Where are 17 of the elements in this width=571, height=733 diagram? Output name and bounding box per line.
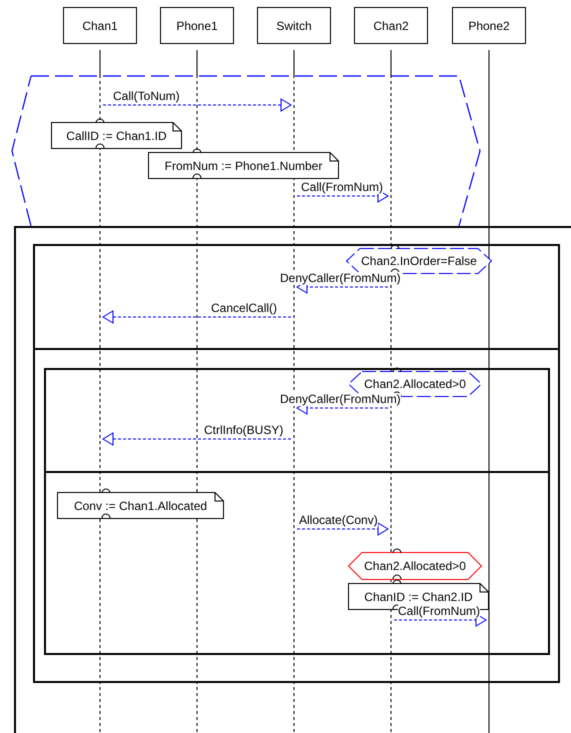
edge-label: DenyCaller(FromNum): [280, 393, 401, 406]
edge-label: Allocate(Conv): [299, 514, 378, 527]
lifeline-name: Phone1: [176, 18, 218, 32]
edge-label: CtrlInfo(BUSY): [204, 424, 284, 437]
message-arrow: [394, 614, 486, 626]
lifeline-name: Chan2: [373, 18, 409, 32]
lifeline-name: Switch: [276, 18, 312, 32]
edge-label: DenyCaller(FromNum): [280, 272, 401, 285]
message-arrow: [102, 98, 292, 112]
edge-label: Call(ToNum): [113, 90, 180, 103]
message-arrow: [102, 310, 292, 324]
edge-label: CancelCall(): [211, 302, 278, 315]
message-arrow: [296, 522, 388, 536]
lifeline-name: Phone2: [468, 18, 510, 32]
edge-label: Call(FromNum): [301, 181, 383, 194]
lifeline-name: Chan1: [82, 18, 118, 32]
message-arrow: [102, 432, 292, 446]
